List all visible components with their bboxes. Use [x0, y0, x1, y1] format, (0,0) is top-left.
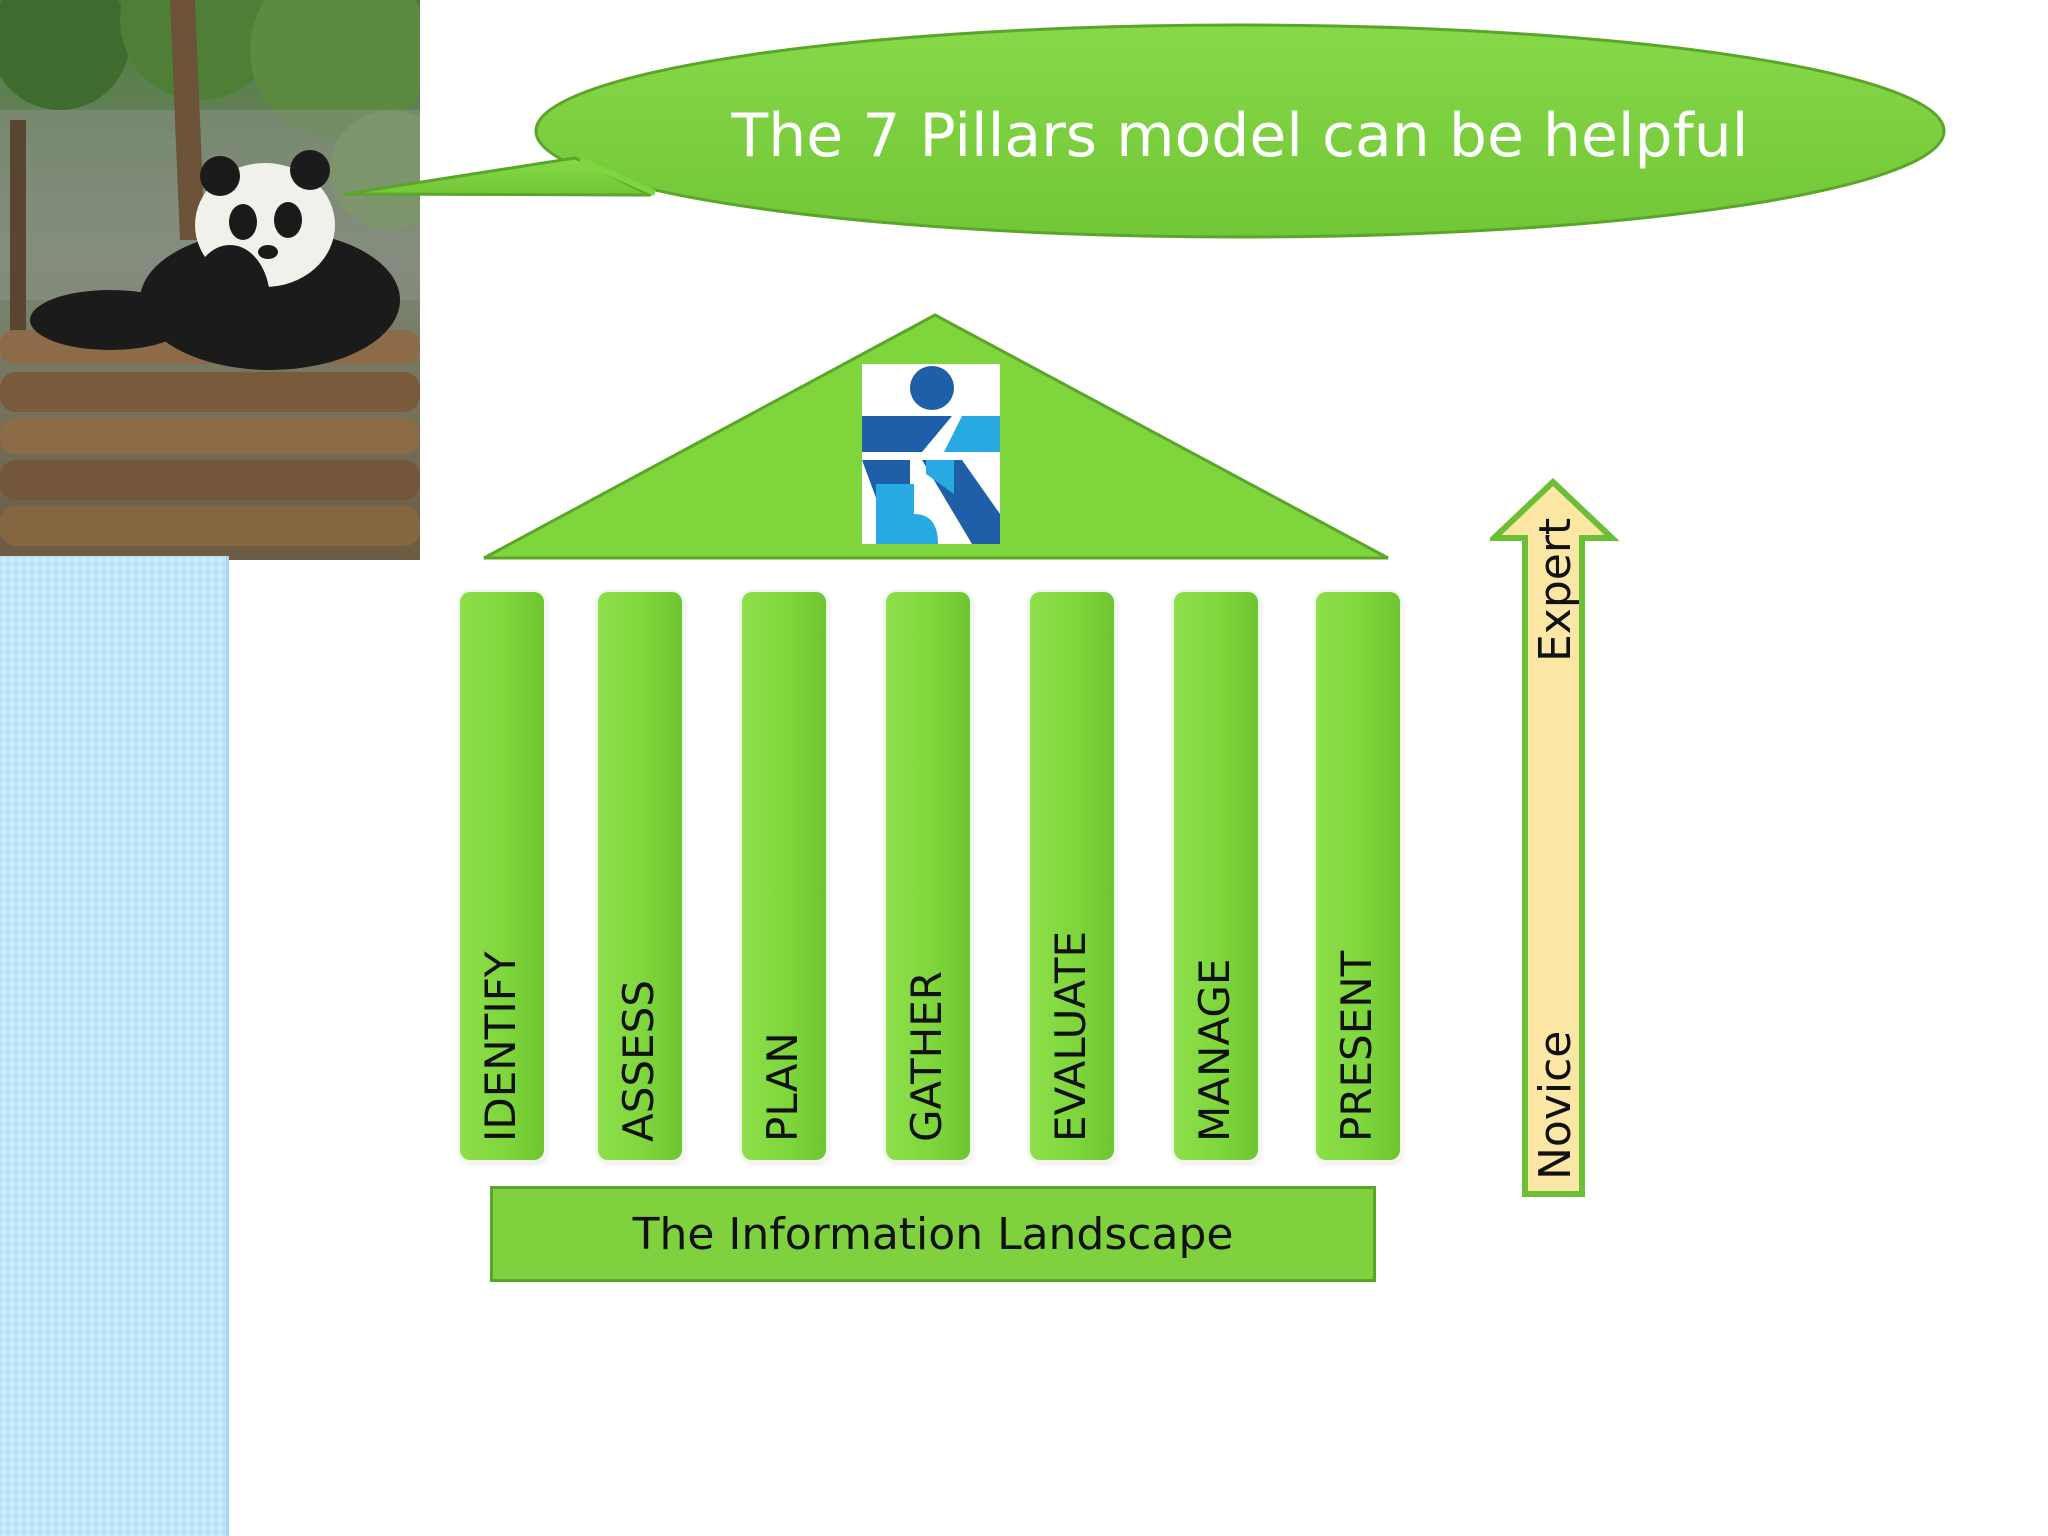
- pillar-label: IDENTIFY: [476, 951, 525, 1142]
- pillar-label: PLAN: [758, 1032, 807, 1142]
- pillar-evaluate: EVALUATE: [1030, 592, 1114, 1160]
- pillar-assess: ASSESS: [598, 592, 682, 1160]
- pillar-manage: MANAGE: [1174, 592, 1258, 1160]
- pillar-label: EVALUATE: [1046, 930, 1095, 1142]
- pillar-label: ASSESS: [614, 980, 663, 1142]
- pillar-present: PRESENT: [1316, 592, 1400, 1160]
- panda-photo: [0, 0, 420, 560]
- left-decorative-strip: [0, 556, 229, 1536]
- sconul-person-logo-icon: [862, 364, 1000, 544]
- pillar-label: PRESENT: [1332, 950, 1381, 1142]
- pillar-label: MANAGE: [1190, 958, 1239, 1142]
- speech-bubble: [343, 23, 1946, 239]
- novice-expert-arrow: [1490, 478, 1620, 1197]
- information-landscape-base: The Information Landscape: [490, 1186, 1376, 1282]
- pillar-label: GATHER: [902, 971, 951, 1142]
- arrow-label-expert: Expert: [1530, 517, 1581, 662]
- pillar-plan: PLAN: [742, 592, 826, 1160]
- base-label: The Information Landscape: [632, 1208, 1234, 1260]
- speech-bubble-text: The 7 Pillars model can be helpful: [731, 101, 1749, 171]
- panda-photo-image: [0, 0, 420, 560]
- pillar-identify: IDENTIFY: [460, 592, 544, 1160]
- arrow-label-novice: Novice: [1530, 1030, 1581, 1180]
- pillar-gather: GATHER: [886, 592, 970, 1160]
